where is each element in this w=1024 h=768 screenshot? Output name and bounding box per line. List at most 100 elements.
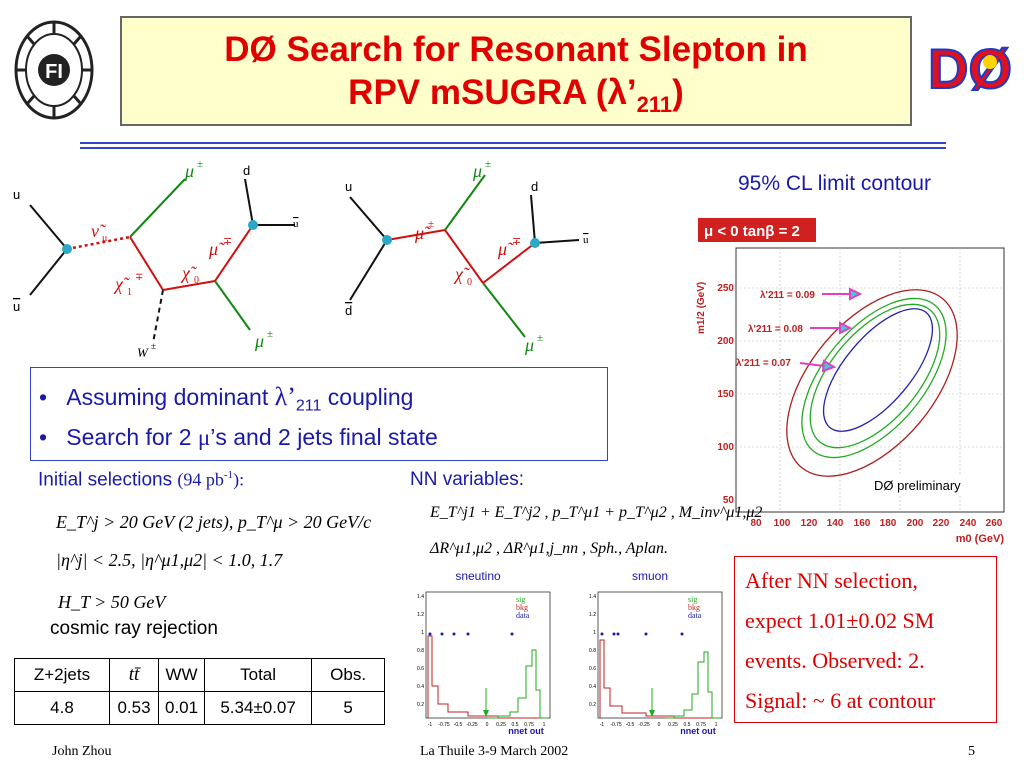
svg-text:0.8: 0.8 [589, 648, 596, 654]
cut-ht: H_T > 50 GeV [58, 592, 166, 612]
svg-text:1: 1 [543, 722, 546, 728]
table-cell: 5 [311, 691, 386, 725]
svg-text:-1: -1 [428, 722, 433, 728]
svg-text:-0.5: -0.5 [626, 722, 635, 728]
contour-ylabel: m1/2 (GeV) [696, 282, 707, 334]
xtick: 120 [801, 518, 818, 529]
svg-text:data: data [516, 611, 530, 620]
cut-et: E_T^j > 20 GeV (2 jets), p_T^μ > 20 GeV/… [56, 512, 372, 532]
svg-text:1: 1 [593, 630, 596, 636]
svg-text:1.2: 1.2 [417, 612, 424, 618]
quark-ubar-out: u [293, 218, 299, 230]
xtick: 180 [880, 518, 897, 529]
ytick: 250 [717, 283, 734, 294]
svg-text:±: ± [537, 332, 543, 344]
xtick: 240 [960, 518, 977, 529]
table-cell: 4.8 [14, 691, 110, 725]
svg-text:0.75: 0.75 [524, 722, 534, 728]
xtick: 80 [750, 518, 762, 529]
limit-contour-plot: μ < 0 tanβ = 2 m1/2 (GeV) 250 200 150 10… [696, 218, 1005, 545]
svg-text:1.2: 1.2 [589, 612, 596, 618]
quark-ubar: u [13, 299, 20, 314]
svg-text:0.5: 0.5 [512, 722, 519, 728]
table-cell: 0.01 [157, 691, 206, 725]
svg-text:-0.75: -0.75 [610, 722, 622, 728]
svg-text:0.2: 0.2 [589, 702, 596, 708]
xtick: 220 [933, 518, 950, 529]
ytick: 200 [717, 336, 734, 347]
title-box: DØ Search for Resonant Slepton in RPV mS… [120, 16, 912, 126]
svg-text:bkg: bkg [516, 603, 528, 612]
svg-text:0.75: 0.75 [696, 722, 706, 728]
bullet-box: • Assuming dominant λ’211 coupling • Sea… [30, 367, 608, 461]
contour-banner: μ < 0 tanβ = 2 [704, 223, 800, 240]
ytick: 150 [717, 389, 734, 400]
quark-dbar: d [345, 303, 352, 318]
contour-label-08: λ'211 = 0.08 [748, 324, 803, 335]
table-header: Obs. [311, 658, 386, 692]
title-line1: DØ Search for Resonant Slepton in [224, 30, 808, 69]
svg-text:0: 0 [658, 722, 661, 728]
nn-vars-2: ΔR^μ1,μ2 , ΔR^μ1,j_nn , Sph., Aplan. [430, 540, 669, 557]
svg-text:∓: ∓ [223, 236, 232, 248]
xtick: 100 [774, 518, 791, 529]
contour-l09 [786, 289, 958, 477]
table-header: WW [157, 658, 206, 692]
w-boson-label: W [137, 345, 149, 360]
xtick: 160 [854, 518, 871, 529]
quark-u: u [345, 179, 352, 194]
feynman-diagram-2: u d d u μ̃ ± μ ± χ̃ 0 μ̃ ∓ μ ± [345, 158, 589, 355]
muon-label-top: μ [472, 161, 482, 181]
svg-text:-0.5: -0.5 [454, 722, 463, 728]
selections-heading: Initial selections (94 pb-1): [38, 469, 245, 491]
summary-line: events. Observed: 2. [745, 648, 925, 673]
hist-xlabel: nnet out [680, 726, 716, 736]
svg-text:0.25: 0.25 [496, 722, 506, 728]
svg-text:±: ± [428, 218, 434, 230]
bullet-1: • Assuming dominant λ’211 coupling [39, 382, 414, 415]
table-header-row: Z+2jets tt̄ WW Total Obs. [14, 658, 386, 692]
svg-text:0.25: 0.25 [668, 722, 678, 728]
quark-ubar-out: u [583, 234, 589, 246]
contour-label-07: λ'211 = 0.07 [736, 358, 791, 369]
title-line2: RPV mSUGRA (λ’211) [348, 73, 684, 117]
hist-title: smuon [632, 569, 668, 583]
quark-d: d [531, 179, 538, 194]
svg-text:0.4: 0.4 [417, 684, 424, 690]
contour-l08 [801, 297, 947, 459]
table-cell: 0.53 [109, 691, 159, 725]
svg-text:1: 1 [421, 630, 424, 636]
footer-author: John Zhou [52, 744, 112, 759]
svg-text:0.6: 0.6 [589, 666, 596, 672]
svg-text:0: 0 [194, 275, 199, 286]
cosmic-ray-text: cosmic ray rejection [50, 618, 218, 639]
svg-text:-1: -1 [600, 722, 605, 728]
svg-text:0.5: 0.5 [684, 722, 691, 728]
svg-text:data: data [688, 611, 702, 620]
hist-title: sneutino [455, 569, 501, 583]
hist-smuon: smuon 1.41.210.80.60.40.2 -1-0.75-0.5-0.… [589, 569, 723, 736]
result-summary-box: After NN selection, expect 1.01±0.02 SM … [734, 556, 997, 723]
hist-xlabel: nnet out [508, 726, 544, 736]
summary-line: After NN selection, [745, 568, 918, 593]
xtick: 200 [907, 518, 924, 529]
svg-text:±: ± [485, 158, 491, 170]
svg-text:∓: ∓ [135, 272, 143, 283]
ytick: 50 [723, 495, 735, 506]
divider-line [80, 142, 946, 144]
d0-preliminary: DØ preliminary [874, 478, 961, 493]
muon-label-top: μ [184, 161, 194, 181]
xtick: 140 [827, 518, 844, 529]
contour-xlabel: m0 (GeV) [956, 533, 1005, 545]
svg-text:0.2: 0.2 [417, 702, 424, 708]
svg-text:sig: sig [688, 595, 697, 604]
hist-sneutino: sneutino 1.41.210.80.60.40.2 -1-0.75-0.5… [417, 569, 551, 736]
svg-text:-0.25: -0.25 [638, 722, 650, 728]
svg-text:1.4: 1.4 [589, 594, 596, 600]
feynman-diagram-1: u u d u ν̃ μ μ ± χ̃ 1 ∓ χ̃ 0 μ̃ ∓ μ ± W … [13, 158, 299, 360]
contour-heading: 95% CL limit contour [738, 172, 931, 195]
svg-text:sig: sig [516, 595, 525, 604]
svg-text:±: ± [151, 341, 156, 351]
summary-line: expect 1.01±0.02 SM [745, 608, 935, 633]
svg-text:1: 1 [127, 287, 132, 298]
